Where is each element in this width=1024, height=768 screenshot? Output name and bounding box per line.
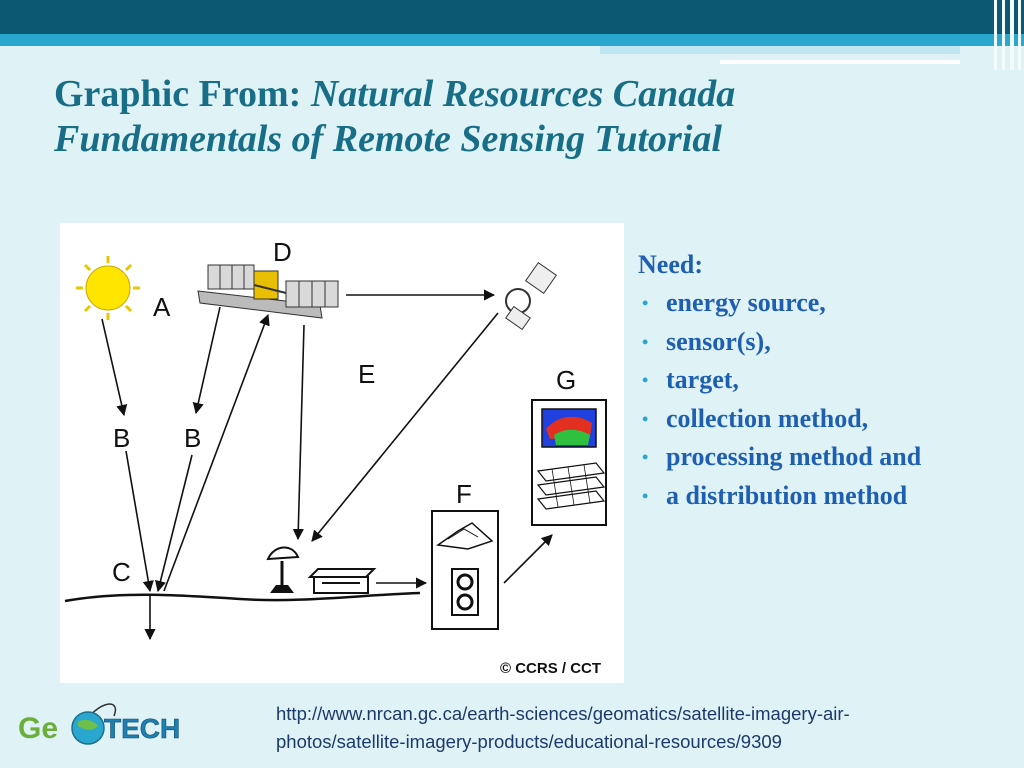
header-stripe-thin: [720, 60, 960, 64]
application-panel: [531, 399, 607, 526]
list-item: •collection method,: [638, 400, 1018, 439]
label-f: F: [456, 479, 472, 509]
logo-geo-text: Ge: [18, 712, 58, 745]
source-url-line-2: photos/satellite-imagery-products/educat…: [276, 731, 782, 752]
need-heading: Need:: [638, 250, 703, 279]
need-list: Need: •energy source, •sensor(s), •targe…: [638, 246, 1018, 515]
label-b-reflected: B: [184, 423, 201, 453]
header-bar: [0, 0, 1024, 34]
remote-sensing-diagram: A B B C D E F G © CCRS / CCT: [60, 223, 624, 683]
bullet-icon: •: [642, 408, 649, 429]
title-line-1: Graphic From: Natural Resources Canada: [54, 72, 974, 117]
bullet-icon: •: [642, 447, 649, 467]
logo-tech-text: TECH: [104, 713, 180, 744]
source-url-link[interactable]: http://www.nrcan.gc.ca/earth-sciences/ge…: [276, 700, 1016, 756]
header-band: [0, 34, 1024, 46]
need-items: •energy source, •sensor(s), •target, •co…: [638, 284, 1018, 515]
source-url-line-1: http://www.nrcan.gc.ca/earth-sciences/ge…: [276, 703, 850, 724]
header-stripe: [600, 46, 960, 54]
interpretation-panel: [431, 510, 499, 630]
label-c: C: [112, 557, 131, 587]
label-b-incident: B: [113, 423, 130, 453]
figure-copyright: © CCRS / CCT: [500, 660, 601, 677]
processing-building-icon: [307, 568, 377, 594]
list-item: •a distribution method: [638, 477, 1018, 516]
title-line-2: Fundamentals of Remote Sensing Tutorial: [54, 117, 722, 160]
list-item: •sensor(s),: [638, 323, 1018, 362]
label-d: D: [273, 237, 292, 267]
label-e: E: [358, 359, 375, 389]
bullet-icon: •: [642, 293, 649, 313]
relay-satellite-icon: [505, 261, 558, 331]
bullet-icon: •: [642, 370, 649, 390]
bullet-icon: •: [642, 331, 649, 352]
title-prefix: Graphic From:: [54, 73, 302, 115]
list-item: •processing method and: [638, 438, 1018, 477]
sun-icon: [76, 256, 140, 320]
label-a: A: [153, 292, 171, 322]
bullet-icon: •: [642, 485, 649, 506]
energy-flow-arrows: [101, 289, 553, 641]
geotech-logo: Ge TECH: [14, 696, 204, 756]
label-g: G: [556, 365, 576, 395]
title-source: Natural Resources Canada: [310, 73, 736, 115]
slide-title: Graphic From: Natural Resources Canada F…: [54, 72, 974, 162]
list-item: •energy source,: [638, 284, 1018, 323]
ground-station-dish-icon: [266, 546, 300, 593]
satellite-sensor-icon: [197, 264, 339, 319]
header-vertical-bars: [988, 0, 1024, 70]
ground-line: [64, 591, 421, 603]
list-item: •target,: [638, 361, 1018, 400]
